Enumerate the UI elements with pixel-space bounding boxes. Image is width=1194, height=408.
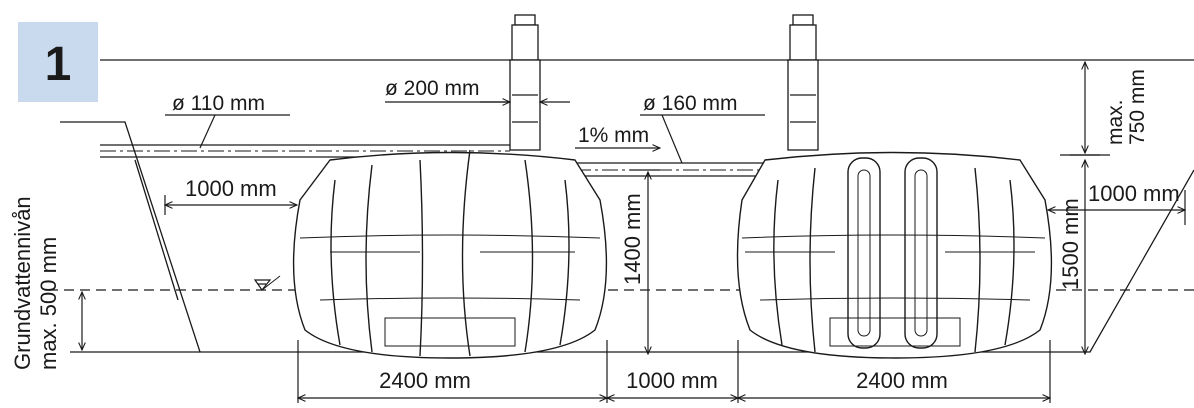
label-width-tank-2: 2400 mm <box>856 368 948 393</box>
label-pipe-connection: ø 160 mm <box>643 92 738 115</box>
dim-pipe-connection <box>640 114 765 164</box>
dim-bottom-widths <box>298 340 1050 403</box>
riser-shaft-1 <box>509 14 541 151</box>
label-groundwater-1: Grundvattennivån <box>10 196 35 370</box>
label-max-cover-1: max. <box>1104 99 1127 145</box>
dim-height-tank-2 <box>1070 154 1100 354</box>
dim-height-tank-1 <box>630 169 660 354</box>
dim-clearance-right <box>1048 190 1185 225</box>
dim-max-cover <box>1060 62 1110 156</box>
connecting-pipe <box>575 162 770 177</box>
label-width-tank-1: 2400 mm <box>379 368 471 393</box>
label-clearance-left: 1000 mm <box>185 176 277 201</box>
label-pipe-inlet: ø 110 mm <box>172 92 265 115</box>
dim-clearance-left <box>165 195 297 215</box>
step-badge <box>18 22 98 102</box>
label-height-tank-1: 1400 mm <box>620 193 645 285</box>
dim-groundwater <box>70 292 200 353</box>
tank-2 <box>736 151 1053 359</box>
label-slope: 1% mm <box>578 124 649 147</box>
label-max-cover-2: 750 mm <box>1126 69 1149 145</box>
riser-shaft-2 <box>787 14 819 151</box>
label-groundwater-2: max. 500 mm <box>36 237 61 370</box>
tank-1 <box>292 149 608 359</box>
groundwater-level-line <box>48 275 1194 292</box>
label-spacing: 1000 mm <box>626 368 718 393</box>
label-riser-diameter: ø 200 mm <box>385 77 480 100</box>
label-height-tank-2: 1500 mm <box>1058 198 1083 290</box>
dim-pipe-inlet <box>165 114 290 149</box>
step-number: 1 <box>45 38 72 91</box>
water-level-symbol <box>253 279 272 292</box>
label-clearance-right: 1000 mm <box>1088 181 1180 206</box>
